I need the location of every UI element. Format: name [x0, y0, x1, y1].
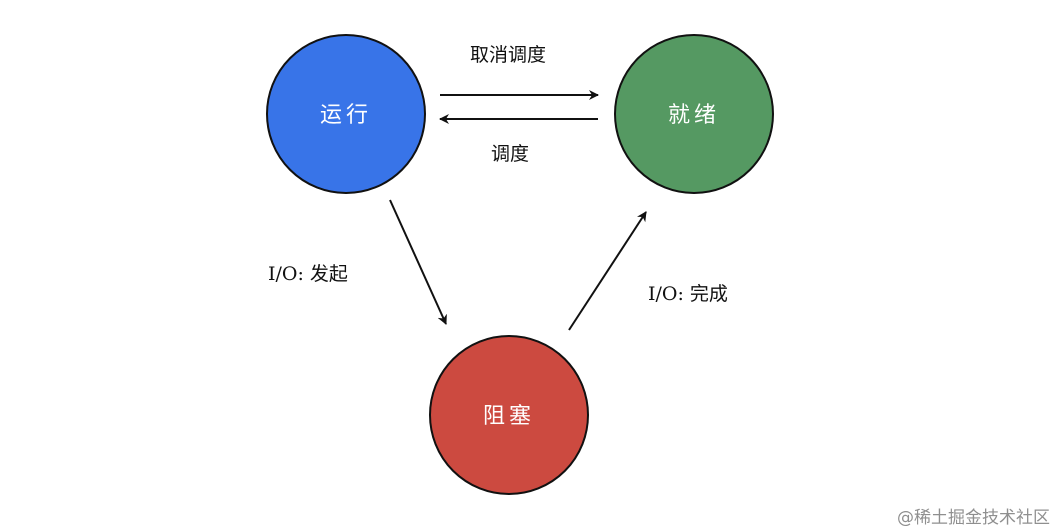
node-ready-circle	[614, 34, 774, 194]
edge-label-io-complete: I/O: 完成	[648, 283, 728, 305]
node-ready-label: 就绪	[668, 103, 720, 128]
node-running-circle	[266, 34, 426, 194]
arrow-running-to-blocked	[389, 199, 447, 325]
edge-label-deschedule: 取消调度	[470, 44, 546, 66]
node-running: 运行	[266, 34, 426, 194]
node-blocked-circle	[429, 335, 589, 495]
node-blocked: 阻塞	[429, 335, 589, 495]
arrow-blocked-to-ready	[568, 211, 647, 331]
edge-label-schedule: 调度	[491, 143, 529, 165]
node-running-label: 运行	[320, 103, 372, 128]
node-ready: 就绪	[614, 34, 774, 194]
node-blocked-label: 阻塞	[483, 404, 535, 429]
edge-label-io-initiate: I/O: 发起	[268, 263, 348, 285]
watermark: @稀土掘金技术社区	[897, 508, 1050, 528]
